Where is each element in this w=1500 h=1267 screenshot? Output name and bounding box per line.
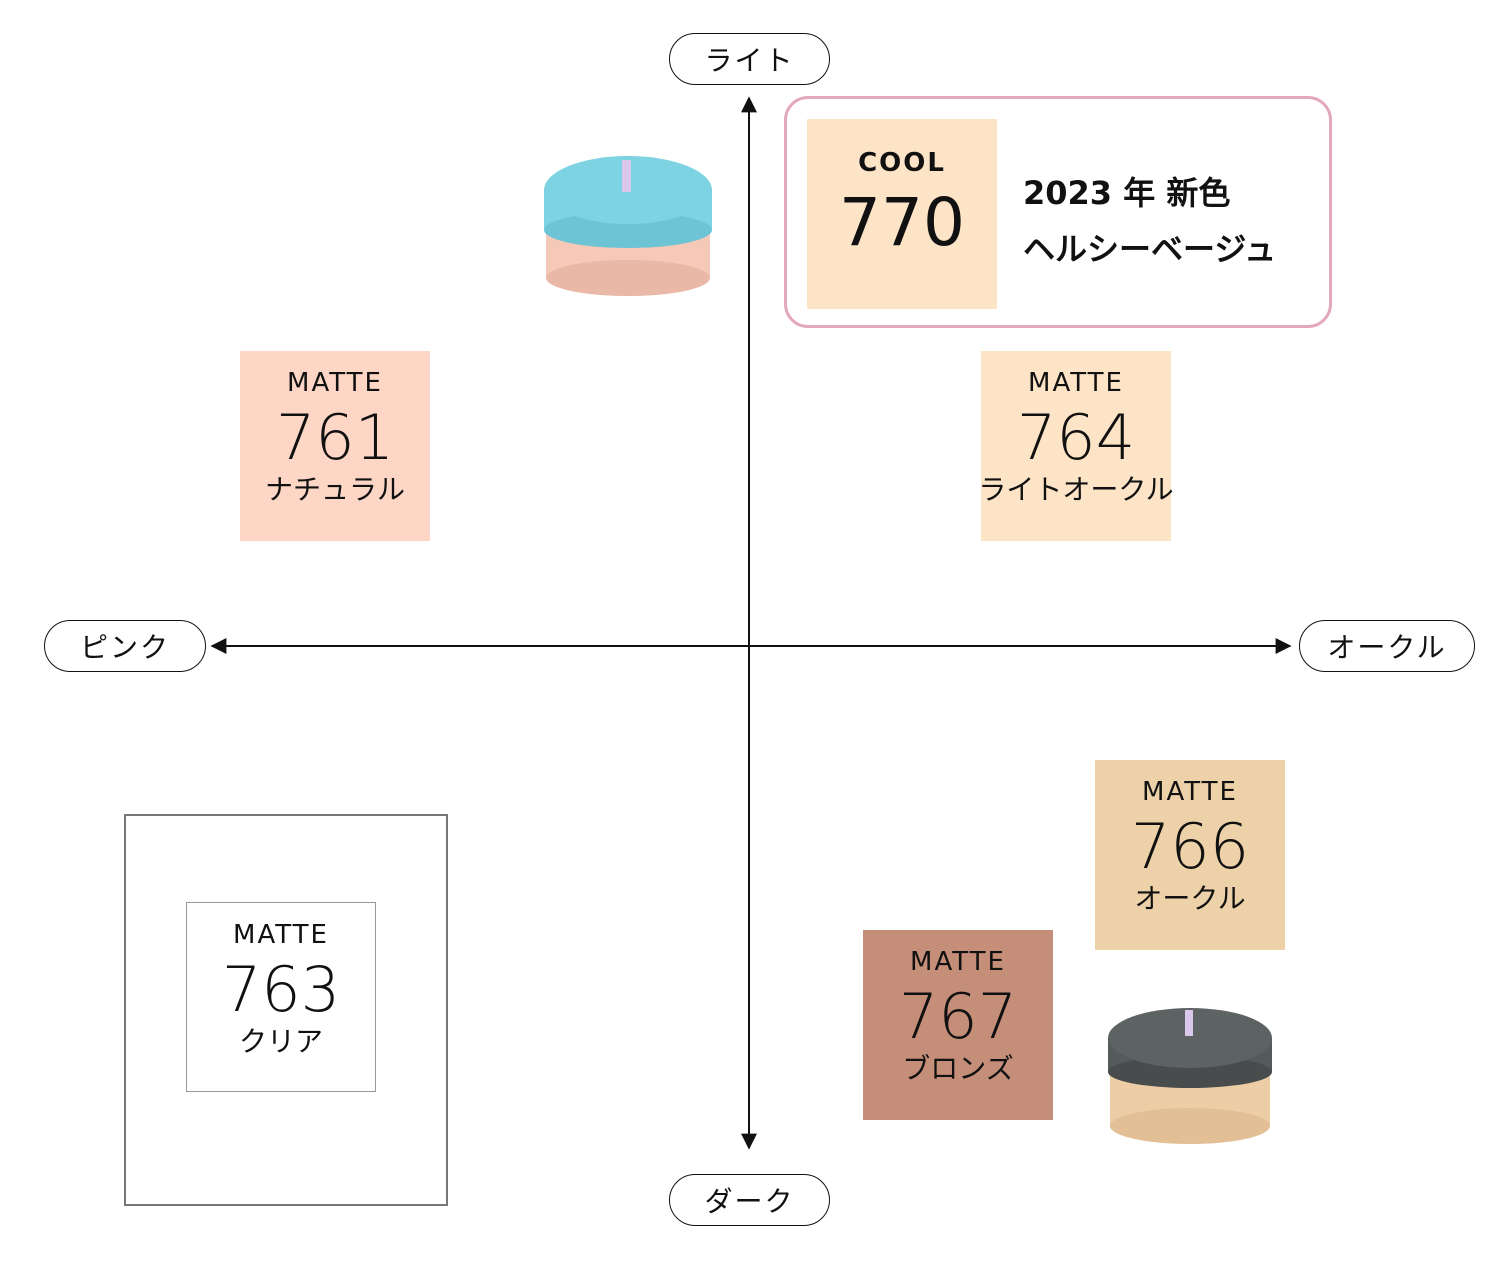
shade-swatch-763: MATTE 763 クリア [186,902,376,1092]
shade-finish: MATTE [287,368,383,398]
shade-name: ライトオークル [978,473,1174,506]
axis-label-pink: ピンク [44,620,206,672]
shade-swatch-761: MATTE 761 ナチュラル [240,351,430,541]
shade-number: 766 [1130,810,1250,883]
shade-number: 767 [898,980,1018,1053]
cool-powder-jar-image [544,156,712,296]
axis-label-dark: ダーク [669,1174,830,1226]
clear-shade-frame [124,814,448,1206]
matte-jar-lid [1108,1008,1272,1068]
axis-label-ochre-text: オークル [1327,631,1447,664]
axis-label-dark-text: ダーク [704,1185,795,1218]
axis-label-ochre: オークル [1299,620,1475,672]
shade-name: クリア [238,1025,323,1058]
shade-swatch-764: MATTE 764 ライトオークル [978,351,1174,541]
featured-finish: COOL [858,148,946,178]
axis-label-light-text: ライト [704,44,795,77]
axis-label-light: ライト [669,33,830,85]
shade-finish: MATTE [1142,777,1238,807]
featured-shade-card: COOL 770 2023 年 新色 ヘルシーベージュ [784,96,1332,328]
shade-number: 764 [1016,401,1136,474]
shade-name: オークル [1134,882,1246,915]
shade-finish: MATTE [233,920,329,950]
featured-description: 2023 年 新色 ヘルシーベージュ [1023,165,1276,277]
featured-line2: ヘルシーベージュ [1023,230,1277,268]
axis-label-pink-text: ピンク [79,631,170,664]
featured-number: 770 [839,184,965,261]
shade-finish: MATTE [910,947,1006,977]
shade-name: ブロンズ [902,1052,1014,1085]
shade-number: 761 [275,401,395,474]
shade-name: ナチュラル [264,473,405,506]
featured-shade-swatch: COOL 770 [807,119,997,309]
shade-swatch-766: MATTE 766 オークル [1095,760,1285,950]
shade-finish: MATTE [1028,368,1124,398]
shade-swatch-767: MATTE 767 ブロンズ [863,930,1053,1120]
featured-line1: 2023 年 新色 [1023,174,1231,212]
shade-number: 763 [221,953,341,1026]
matte-powder-jar-image [1108,1008,1272,1144]
